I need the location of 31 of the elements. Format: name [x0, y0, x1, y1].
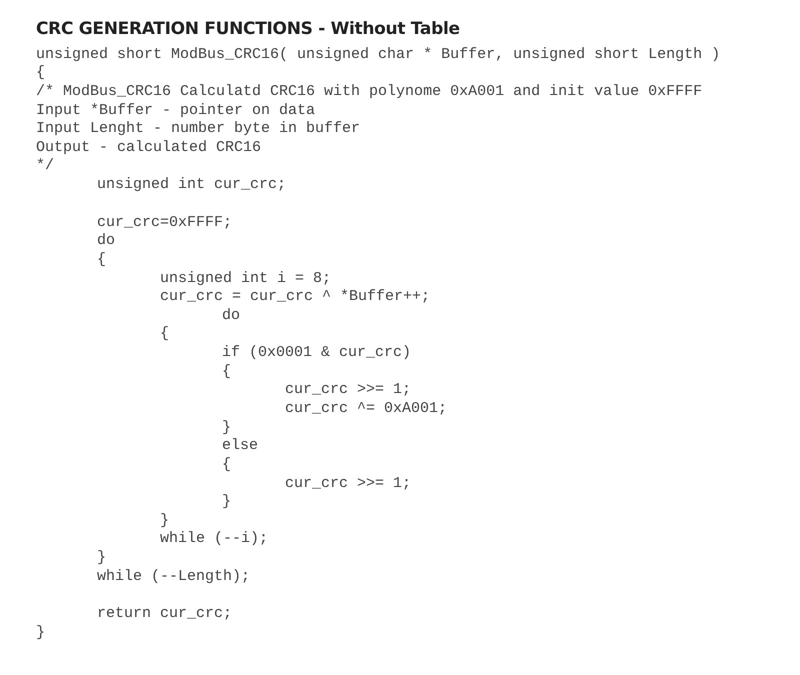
code-line: do	[97, 232, 116, 249]
code-line: cur_crc = cur_crc ^ *Buffer++;	[160, 288, 430, 305]
code-line: */	[36, 157, 54, 174]
code-line: cur_crc=0xFFFF;	[97, 214, 232, 231]
code-line: /* ModBus_CRC16 Calculatd CRC16 with polynome 0xA001 and init value 0xFFFF	[36, 83, 702, 100]
code-line: {	[36, 64, 46, 81]
code-line: unsigned int i = 8;	[160, 270, 332, 287]
code-line: cur_crc >>= 1;	[285, 381, 412, 398]
code-line: {	[97, 251, 106, 268]
code-line: unsigned short ModBus_CRC16( unsigned char * Buffer, unsigned short Length )	[36, 46, 720, 63]
code-line: }	[160, 512, 170, 529]
code-line: while (--i);	[160, 530, 268, 547]
code-line: while (--Length);	[97, 568, 250, 585]
code-line: unsigned int cur_crc;	[97, 176, 286, 193]
code-line: return cur_crc;	[97, 605, 232, 622]
code-line: }	[222, 419, 232, 436]
code-line: cur_crc >>= 1;	[285, 475, 412, 492]
code-line: else	[222, 437, 258, 454]
code-line: }	[97, 549, 106, 566]
code-line: if (0x0001 & cur_crc)	[222, 344, 412, 361]
code-line: }	[36, 624, 46, 641]
code-line: }	[222, 493, 232, 510]
code-line: {	[222, 456, 232, 473]
code-line: Output - calculated CRC16	[36, 139, 262, 156]
code-line: do	[222, 307, 240, 324]
heading: CRC GENERATION FUNCTIONS - Without Table	[36, 19, 460, 39]
code-line: {	[160, 325, 170, 342]
code-line: Input Lenght - number byte in buffer	[36, 120, 360, 137]
code-line: cur_crc ^= 0xA001;	[285, 400, 448, 417]
code-line: {	[222, 363, 232, 380]
code-line: Input *Buffer - pointer on data	[36, 102, 316, 119]
